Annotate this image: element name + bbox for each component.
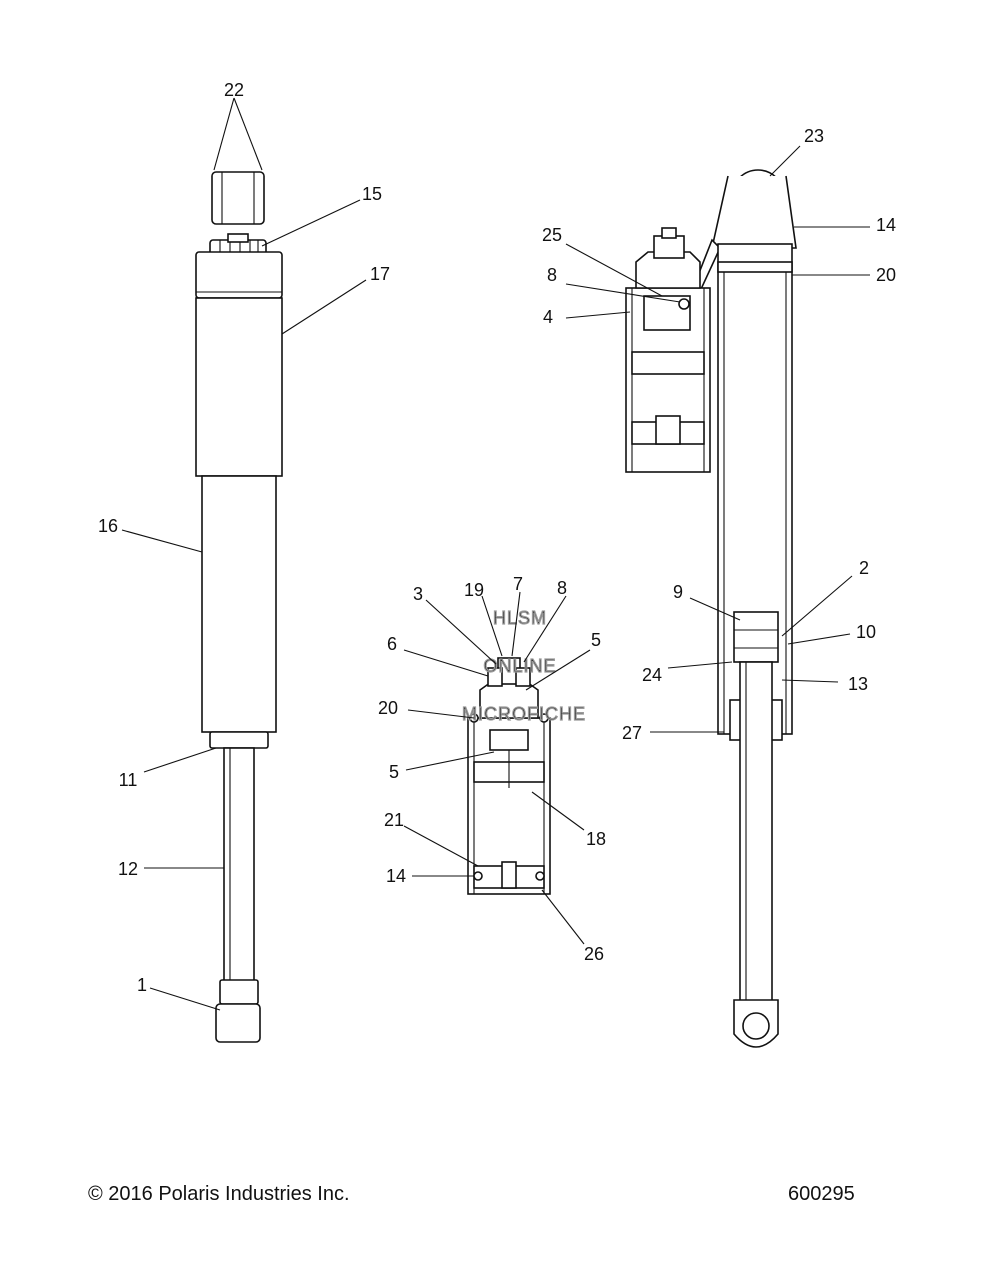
center-piston: [489, 729, 529, 751]
callout-8-center: 8: [557, 578, 567, 598]
callout-labels: 22 15 17 16 11 12 1 23 14 20 25 8 4 9 2 …: [98, 80, 896, 995]
left-shock-assembly: [195, 171, 283, 1043]
right-shock-assembly: [625, 169, 797, 1048]
callout-15: 15: [362, 184, 382, 204]
watermark-line3: MICROFICHE: [462, 704, 586, 724]
callout-12: 12: [118, 859, 138, 879]
callout-17: 17: [370, 264, 390, 284]
callout-14-right: 14: [876, 215, 896, 235]
callout-20-right: 20: [876, 265, 896, 285]
callout-22: 22: [224, 80, 244, 100]
callout-5-lower: 5: [389, 762, 399, 782]
callout-16: 16: [98, 516, 118, 536]
watermark: HLSM ONLINE MICROFICHE: [461, 607, 586, 724]
callout-21: 21: [384, 810, 404, 830]
watermark-line1: HLSM: [493, 608, 547, 628]
shock-body-tube: [201, 475, 277, 733]
callout-18: 18: [586, 829, 606, 849]
callout-27: 27: [622, 723, 642, 743]
callout-4: 4: [543, 307, 553, 327]
top-cap: [195, 251, 283, 299]
callout-14-center: 14: [386, 866, 406, 886]
drawing-number: 600295: [788, 1183, 855, 1205]
callout-1: 1: [137, 975, 147, 995]
right-shaft: [739, 661, 773, 1003]
top-eyelet: [211, 171, 265, 225]
shock-body-upper: [195, 297, 283, 477]
callout-2: 2: [859, 558, 869, 578]
callout-26: 26: [584, 944, 604, 964]
callout-24: 24: [642, 665, 662, 685]
bottom-eyelet: [215, 1003, 261, 1043]
callout-10: 10: [856, 622, 876, 642]
callout-7: 7: [513, 574, 523, 594]
reservoir-piston: [631, 351, 705, 375]
callout-8-right: 8: [547, 265, 557, 285]
callout-9: 9: [673, 582, 683, 602]
knob-cap: [227, 233, 249, 243]
callout-3: 3: [413, 584, 423, 604]
seal-collar: [209, 731, 269, 749]
callout-13: 13: [848, 674, 868, 694]
right-piston: [733, 611, 779, 663]
shaft: [223, 747, 255, 983]
copyright-notice: © 2016 Polaris Industries Inc.: [88, 1183, 350, 1205]
callout-25: 25: [542, 225, 562, 245]
bottom-collar: [219, 979, 259, 1005]
leader-lines: [121, 97, 870, 1011]
callout-23: 23: [804, 126, 824, 146]
callout-19: 19: [464, 580, 484, 600]
callout-5-upper: 5: [591, 630, 601, 650]
callout-20-center: 20: [378, 698, 398, 718]
watermark-line2: ONLINE: [483, 656, 556, 676]
center-section-view: [467, 657, 551, 895]
callout-11: 11: [119, 770, 138, 790]
callout-6: 6: [387, 634, 397, 654]
